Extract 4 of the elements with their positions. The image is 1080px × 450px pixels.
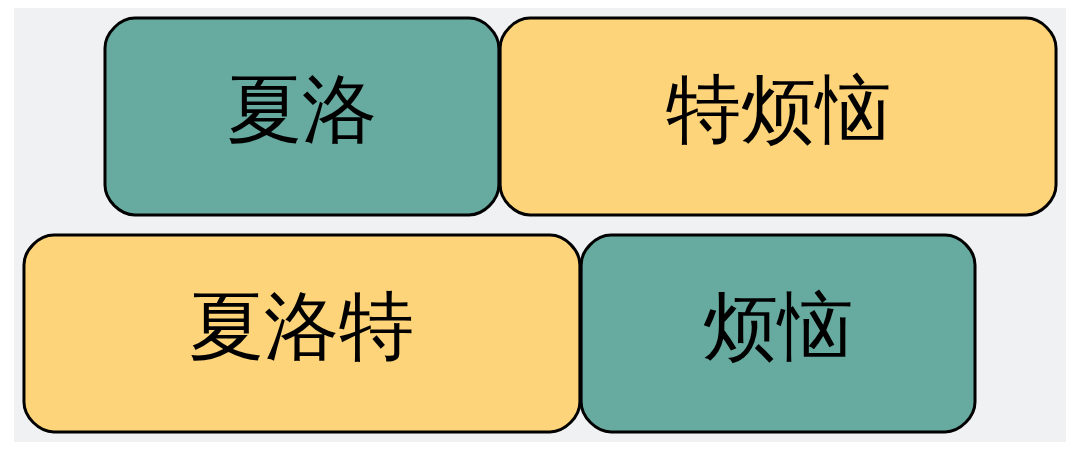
node-box: 夏洛特 [22, 233, 582, 434]
node-box: 夏洛 [103, 16, 501, 217]
node-box: 特烦恼 [498, 16, 1058, 217]
node-box: 烦恼 [579, 233, 977, 434]
